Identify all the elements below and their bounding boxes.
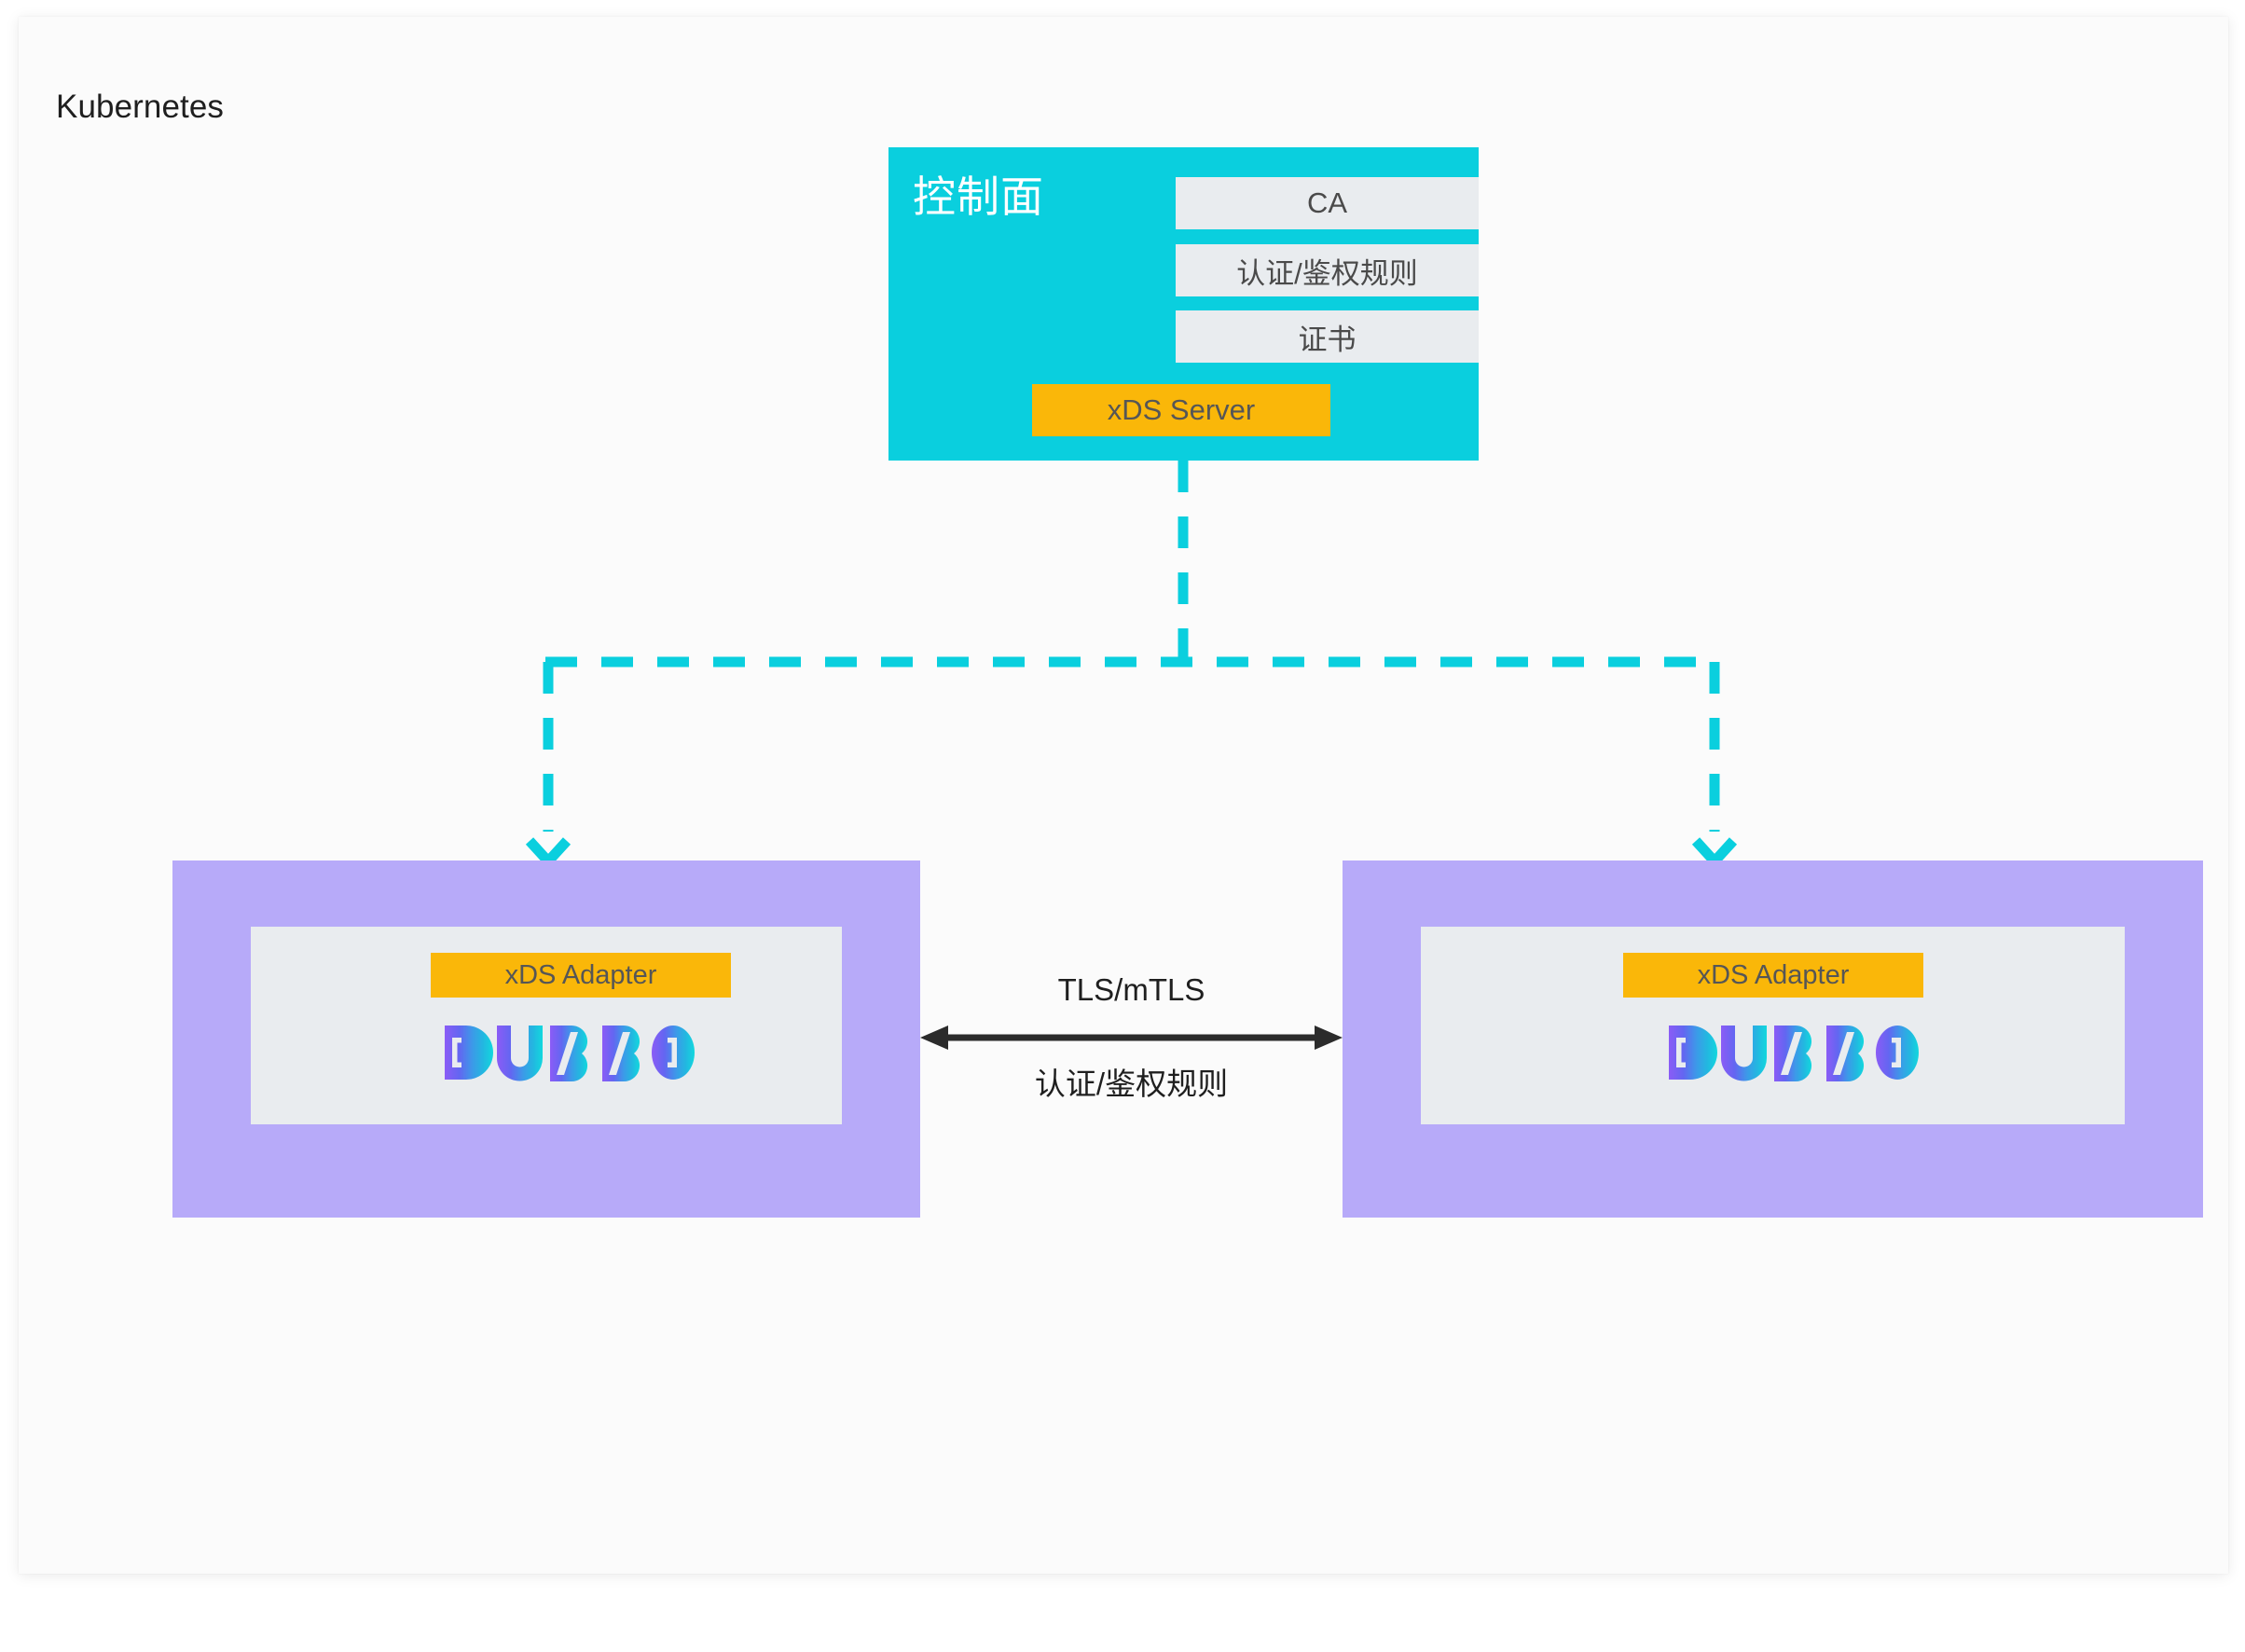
pod-right-box: xDS Adapter (1343, 860, 2203, 1218)
xds-server-chip: xDS Server (1032, 384, 1330, 436)
pod-left-inner-panel: xDS Adapter (251, 927, 842, 1124)
diagram-root: Kubernetes 控制面 CA 认证/鉴权规则 (19, 17, 2228, 1574)
control-plane-box: 控制面 CA 认证/鉴权规则 证书 xDS Server (888, 147, 1479, 461)
pod-right-inner-panel: xDS Adapter (1421, 927, 2125, 1124)
dubbo-logo (444, 1024, 696, 1081)
control-plane-chip-certificate: 证书 (1176, 310, 1479, 363)
control-plane-chip-ca: CA (1176, 177, 1479, 229)
xds-adapter-chip-left: xDS Adapter (431, 953, 731, 998)
pod-left-box: xDS Adapter (172, 860, 920, 1218)
control-plane-chip-auth-rules: 认证/鉴权规则 (1176, 244, 1479, 296)
dubbo-logo (1668, 1024, 1920, 1081)
tls-link-label-bottom: 认证/鉴权规则 (1034, 1067, 1229, 1101)
tls-link-label-top: TLS/mTLS (1057, 972, 1205, 1007)
tls-bidirectional-arrow (920, 1026, 1343, 1050)
control-plane-title: 控制面 (913, 172, 1044, 221)
xds-adapter-chip-right: xDS Adapter (1623, 953, 1923, 998)
diagram-canvas-card: Kubernetes 控制面 CA 认证/鉴权规则 (19, 17, 2228, 1574)
diagram-title-kubernetes: Kubernetes (56, 89, 225, 125)
